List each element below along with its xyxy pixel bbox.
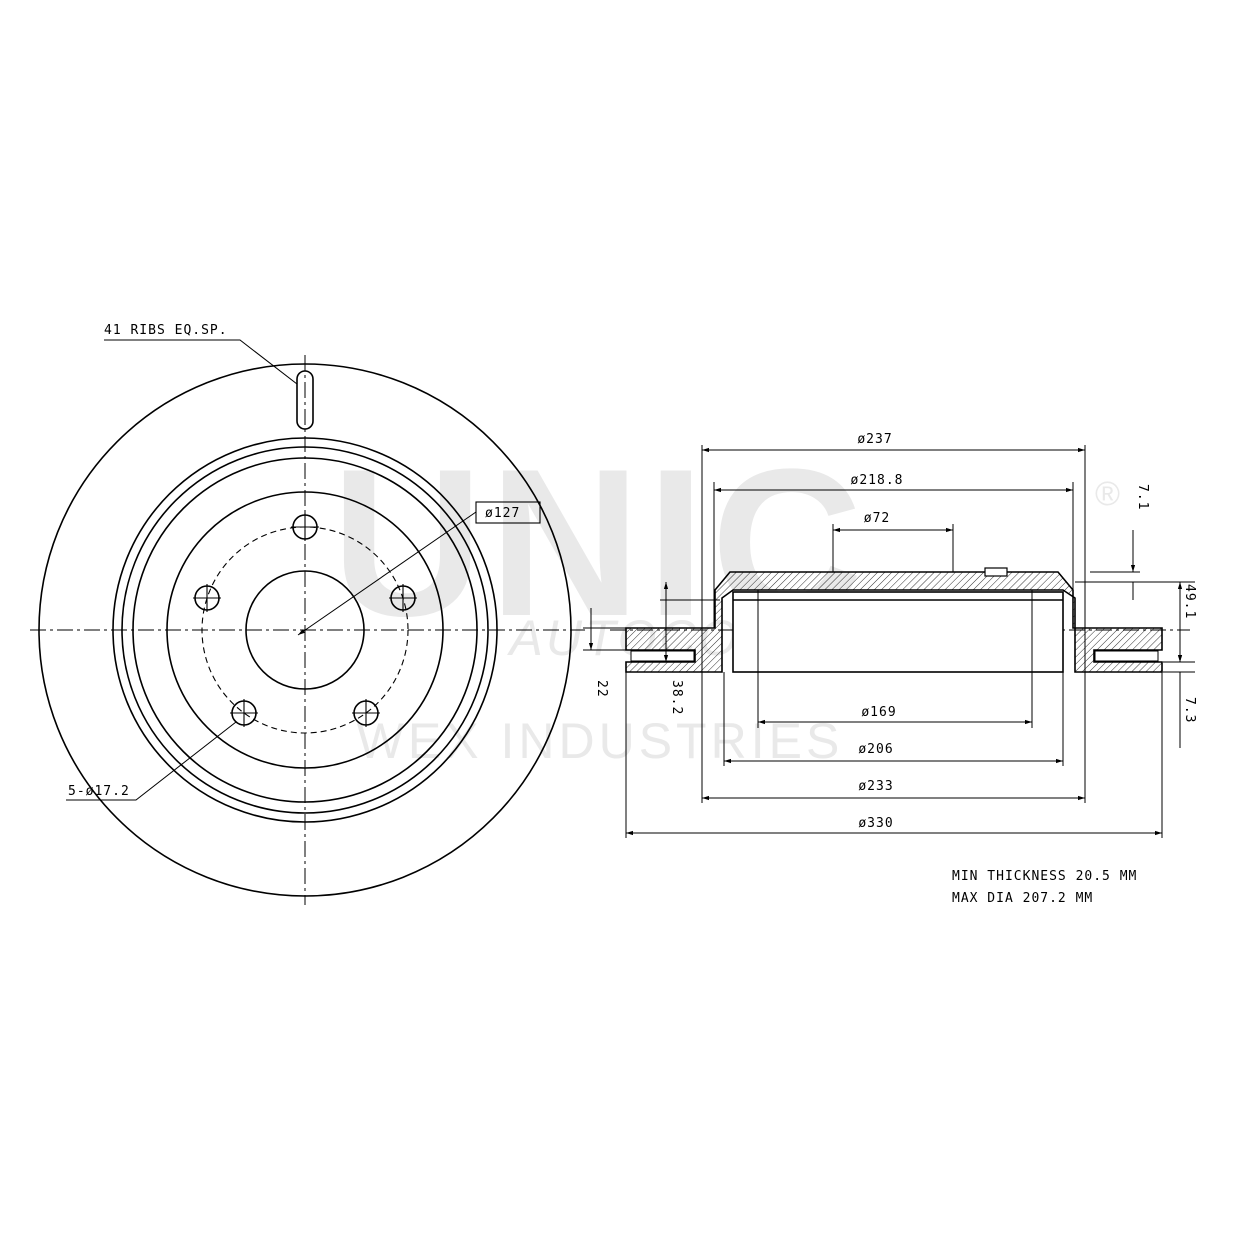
dim-72: ø72: [864, 511, 890, 526]
section-view: ø237 ø218.8 ø72 ø169 ø206 ø233 ø330 7.1 …: [583, 432, 1197, 838]
bolt-holes: [193, 513, 417, 727]
bolt-holes-leader: [66, 721, 237, 801]
dim-7-3: 7.3: [1182, 697, 1197, 723]
notes: MIN THICKNESS 20.5 MM MAX DIA 207.2 MM: [952, 869, 1137, 906]
dim-7-1: 7.1: [1135, 484, 1150, 510]
min-thickness-note: MIN THICKNESS 20.5 MM: [952, 869, 1137, 884]
front-view: 41 RIBS EQ.SP. ø127 5-ø17.2: [30, 323, 585, 905]
hat-ring-circle-2: [121, 446, 489, 814]
ribs-note-leader: [104, 339, 298, 385]
dim-49-1: 49.1: [1182, 584, 1197, 619]
dim-22: 22: [594, 680, 609, 698]
vent-gap-right: [1094, 650, 1159, 662]
dim-38-2: 38.2: [669, 680, 684, 715]
hat-outer-circle: [112, 437, 498, 823]
dim-218-8: ø218.8: [851, 473, 904, 488]
dim-330: ø330: [858, 816, 893, 831]
hat-inner-cavity: [732, 591, 1064, 673]
ribs-note: 41 RIBS EQ.SP.: [104, 323, 228, 338]
cooling-rib-slot: [296, 370, 314, 430]
extension-lines: [625, 445, 1163, 838]
watermark-registered: ®: [1095, 475, 1120, 513]
dim-169: ø169: [861, 705, 896, 720]
max-dia-note: MAX DIA 207.2 MM: [952, 891, 1093, 906]
rotor-outer-circle: [38, 363, 572, 897]
bolt-circle-leader: [297, 511, 477, 636]
vent-gap-left: [630, 650, 695, 662]
dim-237: ø237: [857, 432, 892, 447]
bolt-holes-label: 5-ø17.2: [68, 784, 130, 799]
dim-233: ø233: [858, 779, 893, 794]
center-bore: [245, 570, 365, 690]
hat-ring-circle-3: [132, 457, 478, 803]
bolt-circle-label: ø127: [485, 506, 520, 521]
bore-step: [984, 567, 1008, 577]
mounting-face-circle: [166, 491, 444, 769]
bolt-circle-label-box: [475, 501, 541, 524]
dim-206: ø206: [858, 742, 893, 757]
